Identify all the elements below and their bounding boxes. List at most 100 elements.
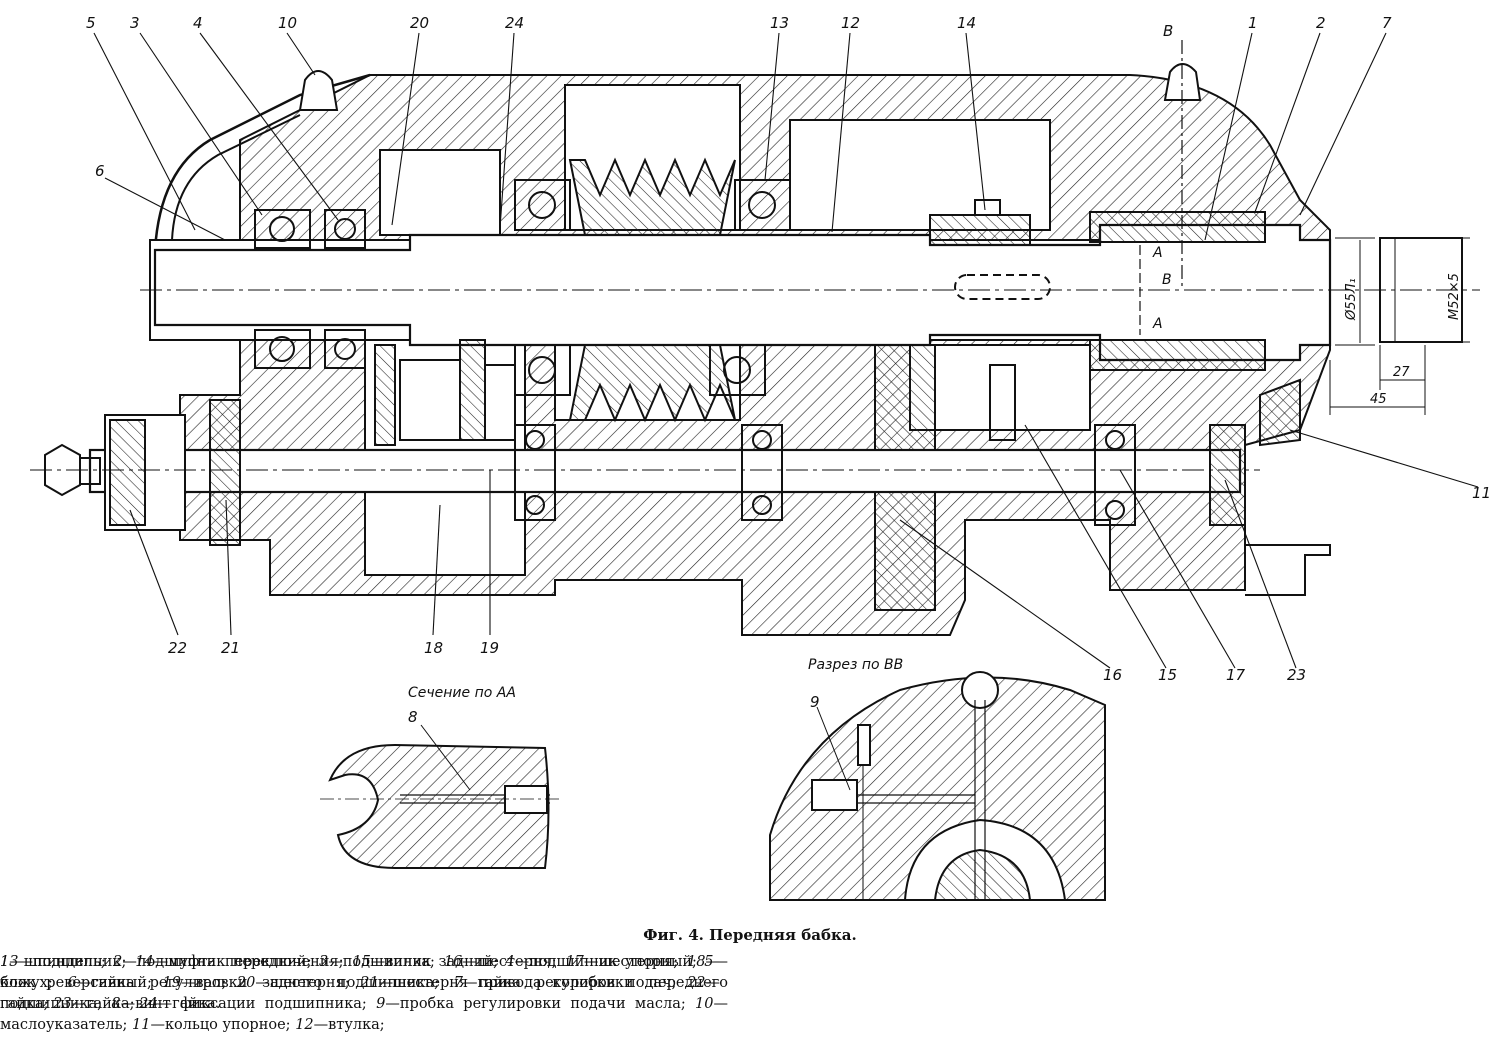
thrust-ring <box>1259 378 1301 447</box>
legend-text: —шестерня; <box>462 954 566 970</box>
legend-number: 18 <box>687 954 706 970</box>
callout-4: 4 <box>193 14 203 32</box>
callout-20: 20 <box>410 14 429 32</box>
legend-text: —шестерня; <box>583 954 688 970</box>
legend-right-column: 13—подшипник; 14—муфта переключения; 15—… <box>0 952 720 1015</box>
cavity-bottom-right <box>909 344 1091 431</box>
callout-13: 13 <box>770 14 789 32</box>
dim-diameter: Ø55Л₁ <box>1344 278 1359 321</box>
legend-text: —блок реверсивный; <box>0 954 720 991</box>
legend-text: —гайка регулировки заднего подшипника; <box>76 975 454 991</box>
legend-number: 21 <box>360 975 379 991</box>
callout-21: 21 <box>221 639 240 657</box>
legend-number: 17 <box>565 954 584 970</box>
legend-number: 19 <box>162 975 181 991</box>
section-aa <box>320 724 560 869</box>
pulley-top <box>568 157 736 236</box>
legend-text: —шпиндель; <box>9 954 114 970</box>
casing-inner <box>171 114 301 241</box>
oil-indicator-10 <box>298 70 339 111</box>
legend-number: 14 <box>135 954 154 970</box>
front-bearing <box>1089 211 1266 243</box>
thrust-bearing <box>324 209 366 249</box>
legend-text: —гайка регулировки переднего подшипника; <box>0 975 728 1012</box>
callout-3: 3 <box>130 14 140 32</box>
gear-21 <box>209 399 241 546</box>
legend: 1—шпиндель; 2—подшипник передний; 3—подш… <box>0 952 728 1036</box>
bracket <box>1245 544 1331 596</box>
legend-number: 4 <box>505 954 515 970</box>
shift-clutch <box>929 214 1031 246</box>
legend-text: —подшипник передний; <box>122 954 319 970</box>
legend-number: 7 <box>453 975 463 991</box>
dim-27: 27 <box>1393 365 1410 380</box>
legend-number: 16 <box>443 954 463 970</box>
callout-14: 14 <box>957 14 976 32</box>
spindle-keyway <box>954 274 1051 300</box>
legend-text: —вилка; <box>370 954 444 970</box>
callout-24: 24 <box>505 14 524 32</box>
cut-mark-a-top: А <box>1152 245 1163 261</box>
callout-1: 1 <box>1248 14 1258 32</box>
legend-number: 13 <box>0 954 19 970</box>
lower-bearing-right <box>741 424 783 521</box>
callout-11: 11 <box>1472 484 1491 502</box>
fork-15 <box>989 364 1016 441</box>
dimensions <box>1329 237 1470 415</box>
legend-text: —шестерня привода коробки подач; <box>378 975 688 991</box>
cut-mark-a-bottom: А <box>1152 316 1163 332</box>
figure-caption: Фиг. 4. Передняя бабка. <box>643 926 857 944</box>
callout-23: 23 <box>1287 666 1306 684</box>
callout-16: 16 <box>1103 666 1122 684</box>
legend-text: —вал; <box>180 975 237 991</box>
legend-text: —подшипник; <box>18 954 136 970</box>
callout-22: 22 <box>168 639 187 657</box>
legend-text: —втулка; <box>313 1017 385 1033</box>
lower-bearing-17 <box>1094 424 1136 526</box>
legend-text: —гайка; <box>71 996 140 1012</box>
legend-text: —пробка регулировки подачи масла; <box>385 996 696 1012</box>
legend-text: —подшипник упорный; <box>514 954 705 970</box>
legend-number: 15 <box>352 954 371 970</box>
legend-number: 1 <box>0 954 10 970</box>
section-bb-title: Разрез по ВВ <box>808 657 903 673</box>
callout-8: 8 <box>408 708 418 726</box>
callout-12: 12 <box>841 14 860 32</box>
legend-text: —кольцо упорное; <box>150 1017 296 1033</box>
lower-shaft <box>88 448 1242 494</box>
cavity-top-mid <box>789 119 1051 231</box>
legend-number: 20 <box>236 975 256 991</box>
legend-number: 10 <box>695 996 714 1012</box>
section-aa-title: Сечение по АА <box>408 685 516 701</box>
cavity-top-left <box>379 149 501 236</box>
callout-2: 2 <box>1316 14 1326 32</box>
callout-5: 5 <box>86 14 96 32</box>
pulley-bottom <box>568 344 736 423</box>
callout-19: 19 <box>480 639 499 657</box>
oil-indicator-b <box>1163 63 1202 101</box>
legend-text: —гайка. <box>157 996 221 1012</box>
section-bb <box>769 671 1106 901</box>
dim-45: 45 <box>1370 392 1387 407</box>
callout-9: 9 <box>810 693 820 711</box>
callout-10: 10 <box>278 14 297 32</box>
legend-number: 6 <box>67 975 77 991</box>
legend-number: 8 <box>111 996 121 1012</box>
lower-bearing-left <box>514 424 556 521</box>
legend-text: —гайка; <box>0 975 721 1012</box>
legend-text: —подшипник задний; <box>328 954 506 970</box>
bearing-13 <box>514 179 571 231</box>
nut-23 <box>1209 424 1246 526</box>
legend-text: —маслоуказатель; <box>0 996 728 1033</box>
callout-7: 7 <box>1382 14 1392 32</box>
legend-number: 12 <box>295 1017 314 1033</box>
casing <box>153 73 371 251</box>
legend-number: 24 <box>139 996 158 1012</box>
callout-17: 17 <box>1226 666 1246 684</box>
section-mark-b: В <box>1163 22 1173 40</box>
legend-text: —кожух; <box>0 954 729 991</box>
gear-20 <box>374 344 396 446</box>
legend-number: 9 <box>376 996 386 1012</box>
legend-number: 5 <box>704 954 714 970</box>
